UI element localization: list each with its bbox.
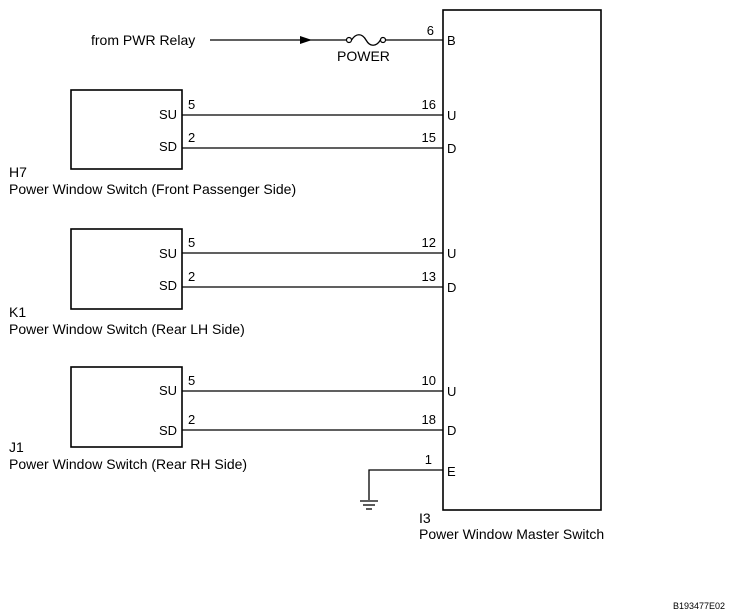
ground-wire <box>368 469 443 500</box>
pin-number: 5 <box>188 97 195 112</box>
terminal-name: E <box>447 464 456 479</box>
switch-k1-box <box>70 228 183 310</box>
pin-number: 5 <box>188 235 195 250</box>
arrow-icon <box>300 36 312 44</box>
terminal-name: SU <box>159 246 177 261</box>
terminal-name: D <box>447 280 456 295</box>
terminal-name: SU <box>159 383 177 398</box>
fuse-icon <box>350 34 382 46</box>
pin-number: 16 <box>422 97 436 112</box>
switch-j1-box <box>70 366 183 448</box>
fuse-terminal-right <box>379 36 387 44</box>
master-name: Power Window Master Switch <box>419 526 604 542</box>
fuse-terminal-left <box>345 36 353 44</box>
terminal-name: U <box>447 108 456 123</box>
terminal-name: SD <box>159 423 177 438</box>
switch-name: Power Window Switch (Rear LH Side) <box>9 321 245 337</box>
switch-h7-box <box>70 89 183 170</box>
pin-number: 6 <box>427 23 434 38</box>
pin-number: 15 <box>422 130 436 145</box>
master-switch-box <box>442 9 602 511</box>
pin-number: 2 <box>188 269 195 284</box>
terminal-name: U <box>447 246 456 261</box>
terminal-name: D <box>447 141 456 156</box>
source-label: from PWR Relay <box>91 32 195 48</box>
pin-number: 5 <box>188 373 195 388</box>
terminal-name: SD <box>159 278 177 293</box>
terminal-name: SU <box>159 107 177 122</box>
fuse-label: POWER <box>337 48 390 64</box>
switch-name: Power Window Switch (Rear RH Side) <box>9 456 247 472</box>
switch-code: H7 <box>9 164 27 180</box>
pin-number: 18 <box>422 412 436 427</box>
pin-number: 2 <box>188 412 195 427</box>
pin-number: 10 <box>422 373 436 388</box>
pin-number: 1 <box>425 452 432 467</box>
pin-number: 2 <box>188 130 195 145</box>
terminal-name: U <box>447 384 456 399</box>
switch-name: Power Window Switch (Front Passenger Sid… <box>9 181 296 197</box>
pin-number: 12 <box>422 235 436 250</box>
terminal-name: D <box>447 423 456 438</box>
pin-number: 13 <box>422 269 436 284</box>
switch-code: K1 <box>9 304 26 320</box>
terminal-name: SD <box>159 139 177 154</box>
drawing-code: B193477E02 <box>673 601 725 611</box>
ground-icon <box>360 500 378 510</box>
terminal-name: B <box>447 33 456 48</box>
switch-code: J1 <box>9 439 24 455</box>
master-code: I3 <box>419 510 431 526</box>
master-terminal-b: 6 B <box>427 23 456 48</box>
